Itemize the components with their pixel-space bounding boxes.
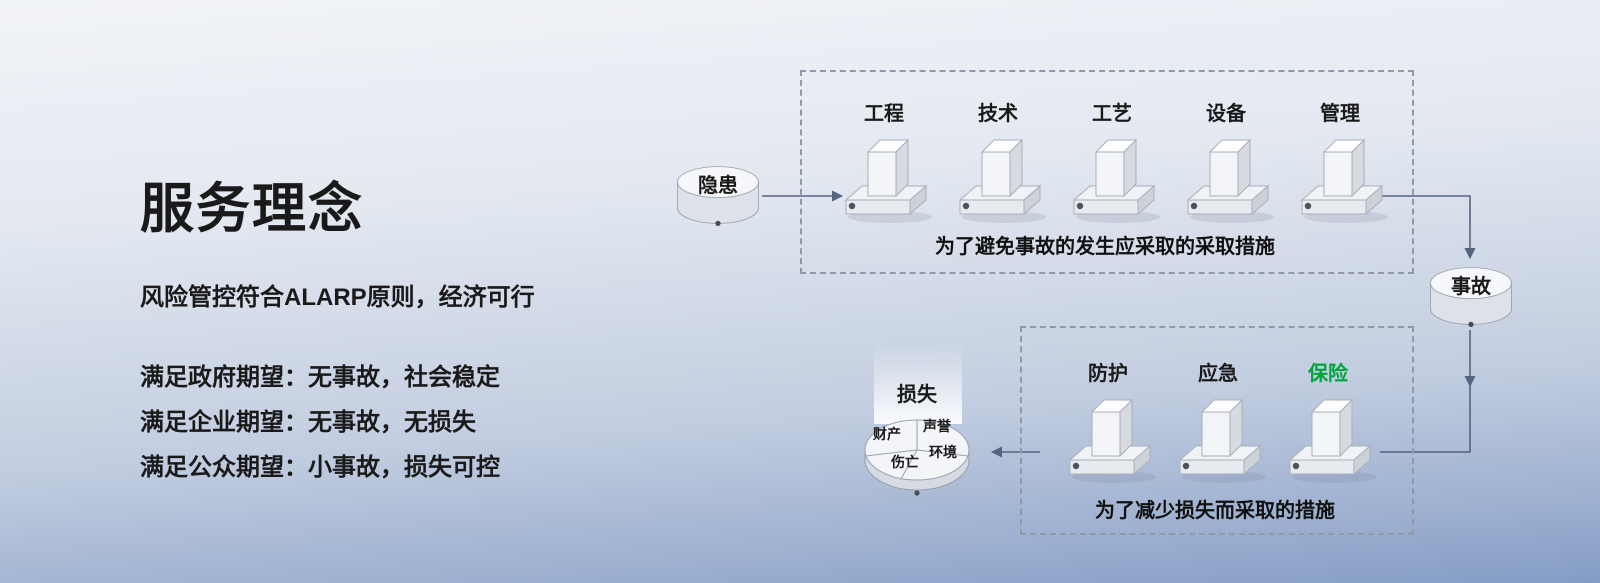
barrier-process-label: 工艺 bbox=[1092, 103, 1132, 125]
barrier-process: 工艺 bbox=[1062, 100, 1162, 230]
barrier-management-label: 管理 bbox=[1320, 103, 1360, 125]
mitigation-group-box bbox=[1020, 326, 1414, 535]
left-panel: 服务理念 风险管控符合ALARP原则，经济可行 满足政府期望：无事故，社会稳定 … bbox=[140, 179, 700, 499]
prevention-caption: 为了避免事故的发生应采取的采取措施 bbox=[935, 236, 1275, 258]
accident-node: 事故 bbox=[1428, 264, 1514, 328]
expectation-enterprise: 满足企业期望：无事故，无损失 bbox=[140, 409, 476, 437]
barrier-protection: 防护 bbox=[1058, 360, 1158, 490]
light-beam bbox=[874, 342, 962, 424]
barrier-engineering: 工程 bbox=[834, 100, 934, 230]
barrier-technology-label: 技术 bbox=[978, 103, 1018, 125]
barrier-protection-label: 防护 bbox=[1088, 363, 1128, 385]
barrier-block-icon bbox=[1168, 390, 1268, 490]
expectations-list: 满足政府期望：无事故，社会稳定 满足企业期望：无事故，无损失 满足公众期望：小事… bbox=[140, 364, 700, 482]
barrier-equipment-label: 设备 bbox=[1206, 103, 1246, 125]
loss-pie-icon bbox=[864, 419, 970, 496]
page-title: 服务理念 bbox=[140, 179, 364, 239]
loss-slice-reputation: 声誉 bbox=[923, 418, 951, 434]
barrier-block-icon bbox=[1058, 390, 1158, 490]
hazard-node: 隐患 bbox=[675, 163, 761, 227]
expectation-government: 满足政府期望：无事故，社会稳定 bbox=[140, 364, 500, 392]
barrier-emergency: 应急 bbox=[1168, 360, 1268, 490]
barrier-insurance-label: 保险 bbox=[1308, 363, 1348, 385]
barrier-block-icon bbox=[1290, 130, 1390, 230]
barrier-block-icon bbox=[1062, 130, 1162, 230]
barrier-block-icon bbox=[948, 130, 1048, 230]
subtitle: 风险管控符合ALARP原则，经济可行 bbox=[140, 284, 535, 312]
barrier-emergency-label: 应急 bbox=[1198, 363, 1238, 385]
barrier-technology: 技术 bbox=[948, 100, 1048, 230]
barrier-block-icon bbox=[1176, 130, 1276, 230]
expectation-public: 满足公众期望：小事故，损失可控 bbox=[140, 453, 500, 481]
loss-pie-node: 财产 声誉 伤亡 环境 bbox=[857, 398, 977, 498]
barrier-equipment: 设备 bbox=[1176, 100, 1276, 230]
loss-slice-environment: 环境 bbox=[929, 444, 957, 460]
loss-label: 损失 bbox=[897, 384, 937, 406]
accident-label: 事故 bbox=[1451, 276, 1491, 298]
prevention-group-box bbox=[800, 70, 1414, 274]
loss-slice-property: 财产 bbox=[873, 426, 901, 442]
barrier-engineering-label: 工程 bbox=[864, 103, 904, 125]
hazard-label: 隐患 bbox=[698, 175, 738, 197]
barrier-insurance: 保险 bbox=[1278, 360, 1378, 490]
barrier-block-icon bbox=[834, 130, 934, 230]
mitigation-caption: 为了减少损失而采取的措施 bbox=[1095, 500, 1335, 522]
barrier-block-icon bbox=[1278, 390, 1378, 490]
loss-slice-casualty: 伤亡 bbox=[891, 454, 919, 470]
barrier-management: 管理 bbox=[1290, 100, 1390, 230]
